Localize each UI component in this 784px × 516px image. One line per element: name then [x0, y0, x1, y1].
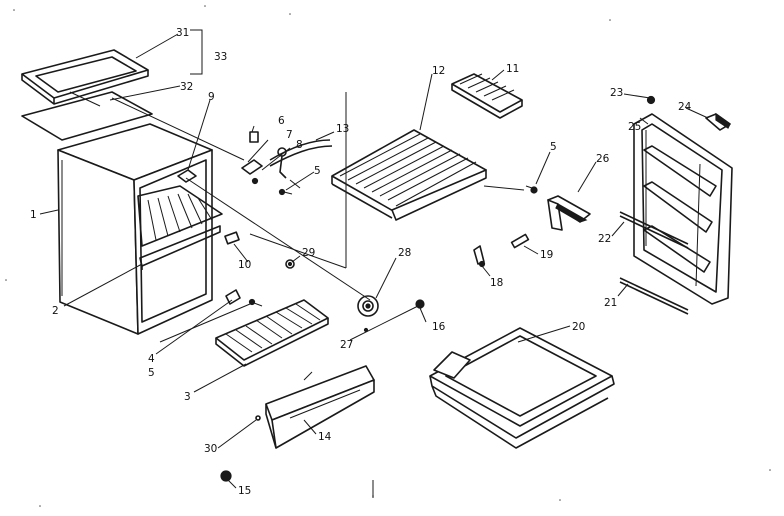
callout-4: 4 [148, 353, 155, 365]
callout-27: 27 [340, 339, 353, 351]
callout-2: 2 [52, 305, 59, 317]
scan-specks [5, 5, 771, 507]
callout-20: 20 [572, 321, 585, 333]
switch [224, 231, 240, 245]
callout-1: 1 [30, 209, 37, 221]
shelf-screw [525, 185, 538, 194]
callout-25: 25 [628, 121, 641, 133]
assembly-lines [111, 92, 525, 301]
door-latch [473, 233, 530, 268]
callout-labels: 31 33 32 9 6 7 8 13 5 12 11 5 26 23 24 2… [30, 27, 692, 497]
ice-cube-tray [451, 73, 523, 119]
callout-33: 33 [214, 51, 227, 63]
wire-shelf [331, 129, 487, 221]
callout-24: 24 [678, 101, 692, 113]
drip-tray [429, 327, 615, 449]
callout-9: 9 [208, 91, 215, 103]
callout-26: 26 [596, 153, 610, 165]
leveling-foot-left [220, 470, 232, 482]
callout-23: 23 [610, 87, 623, 99]
thermostat-knob [357, 295, 379, 317]
refrigerator-door [633, 113, 733, 305]
callout-13: 13 [336, 123, 349, 135]
door-shelf-bar [619, 211, 689, 249]
door-bottom-bar [619, 277, 689, 315]
callout-12: 12 [432, 65, 445, 77]
light-socket [177, 169, 197, 183]
callout-6: 6 [278, 115, 285, 127]
callout-22: 22 [598, 233, 611, 245]
callout-5-upper: 5 [314, 165, 321, 177]
grille-clip [255, 415, 261, 421]
callout-11: 11 [506, 63, 519, 75]
callout-32: 32 [180, 81, 193, 93]
callout-5-right: 5 [550, 141, 557, 153]
glass-panel [21, 91, 153, 141]
callout-21: 21 [604, 297, 617, 309]
callout-28: 28 [398, 247, 411, 259]
callout-8: 8 [296, 139, 303, 151]
drain-tube [269, 139, 333, 179]
callout-5-lower: 5 [148, 367, 155, 379]
callout-7: 7 [286, 129, 293, 141]
callout-3: 3 [184, 391, 191, 403]
door-handle-piece [705, 112, 731, 131]
cabinet-body [57, 123, 213, 335]
door-bracket [547, 195, 591, 231]
callout-10: 10 [238, 259, 251, 271]
grommet [285, 259, 295, 269]
callout-15: 15 [238, 485, 251, 497]
hinge-screws [225, 188, 293, 307]
callout-19: 19 [540, 249, 553, 261]
callout-14: 14 [318, 431, 332, 443]
crisper-shelf [215, 299, 329, 367]
callout-16: 16 [432, 321, 446, 333]
thermostat-parts [241, 131, 287, 185]
top-tray-frame [21, 49, 149, 105]
cabinet-shelf [137, 185, 223, 270]
base-grille [265, 365, 375, 449]
callout-18: 18 [490, 277, 503, 289]
callout-leaders [39, 29, 709, 489]
callout-31: 31 [176, 27, 189, 39]
callout-30: 30 [204, 443, 217, 455]
callout-29: 29 [302, 247, 315, 259]
